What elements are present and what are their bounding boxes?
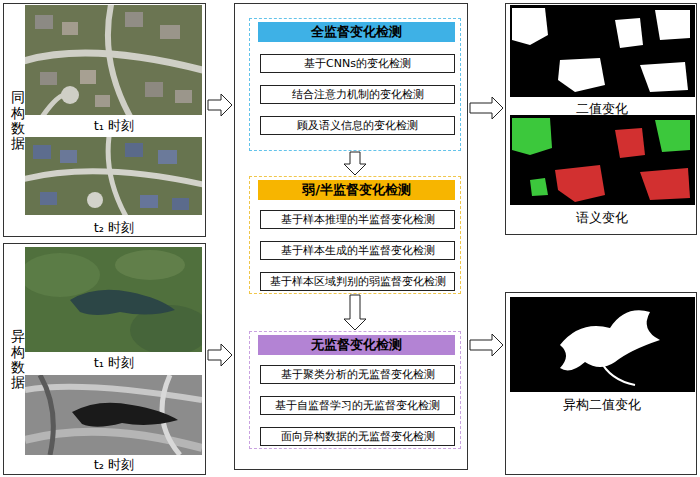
method-frame: 基于CNNs的变化检测结合注意力机制的变化检测顾及语义信息的变化检测 全监督变化检…: [234, 3, 468, 470]
illustration-part: [61, 86, 79, 104]
illustration-part: [615, 18, 643, 48]
illustration-part: [172, 198, 189, 210]
semantic-change-map: [510, 115, 695, 205]
method-label: 基于样本区域判别的弱监督变化检测: [261, 275, 454, 289]
method-box: 基于样本生成的半监督变化检测: [260, 241, 455, 260]
illustration-part: [510, 115, 695, 205]
illustration-part: [160, 25, 180, 39]
illustration-part: [40, 72, 57, 85]
method-box: 基于聚类分析的无监督变化检测: [260, 365, 455, 384]
method-box: 基于CNNs的变化检测: [260, 54, 455, 73]
method-group: 基于CNNs的变化检测结合注意力机制的变化检测顾及语义信息的变化检测 全监督变化检…: [249, 18, 461, 151]
sar-image-t2: [25, 375, 202, 455]
image-caption: t₁ 时刻: [94, 118, 134, 134]
aerial-image-t1: [25, 5, 202, 115]
method-box: 基于样本区域判别的弱监督变化检测: [260, 272, 455, 291]
image-caption: 异构二值变化: [563, 397, 641, 413]
illustration-part: [640, 168, 690, 200]
method-box: 面向异构数据的无监督变化检测: [260, 427, 455, 446]
image-caption: t₂ 时刻: [94, 457, 134, 473]
illustration-part: [62, 22, 78, 35]
illustration-part: [40, 375, 53, 455]
illustration-part: [25, 375, 202, 455]
method-label: 基于聚类分析的无监督变化检测: [261, 368, 454, 382]
heterogeneous-change-map: [510, 297, 695, 392]
method-group: 基于聚类分析的无监督变化检测基于自监督学习的无监督变化检测面向异构数据的无监督变…: [249, 331, 461, 449]
data-type-label: 同构数据: [11, 90, 25, 152]
image-panel: 二值变化语义变化: [505, 3, 697, 235]
group-header: 无监督变化检测: [258, 335, 455, 355]
illustration-part: [145, 82, 163, 97]
method-label: 基于自监督学习的无监督变化检测: [261, 399, 454, 413]
illustration-part: [512, 118, 552, 155]
illustration-part: [175, 90, 192, 103]
illustration-part: [33, 145, 51, 159]
binary-change-map: [510, 5, 695, 97]
illustration-part: [510, 5, 695, 97]
illustration-part: [140, 195, 158, 208]
method-label: 基于样本推理的半监督变化检测: [261, 213, 454, 227]
illustration-part: [558, 58, 605, 92]
method-box: 基于自监督学习的无监督变化检测: [260, 396, 455, 415]
illustration-part: [25, 253, 100, 297]
aerial-image-t2: [25, 137, 202, 215]
method-label: 基于样本生成的半监督变化检测: [261, 244, 454, 258]
illustration-part: [40, 192, 57, 205]
illustration-part: [60, 150, 77, 163]
hollow-arrow: [470, 97, 503, 119]
illustration-part: [560, 310, 660, 370]
illustration-part: [640, 62, 688, 92]
hollow-arrow: [470, 334, 503, 356]
illustration-part: [80, 70, 96, 84]
illustration-part: [512, 8, 548, 45]
illustration-part: [25, 5, 202, 115]
illustration-part: [600, 360, 635, 385]
illustration-part: [510, 297, 695, 392]
method-group: 基于样本推理的半监督变化检测基于样本生成的半监督变化检测基于样本区域判别的弱监督…: [249, 176, 461, 294]
hollow-arrow: [208, 344, 232, 366]
image-caption: 语义变化: [576, 210, 628, 226]
illustration-part: [72, 403, 178, 427]
illustration-part: [615, 128, 645, 158]
hollow-arrow: [344, 295, 366, 330]
method-label: 顾及语义信息的变化检测: [261, 119, 454, 133]
method-label: 基于CNNs的变化检测: [261, 57, 454, 71]
group-header: 全监督变化检测: [258, 22, 455, 42]
image-panel: 异构二值变化: [505, 292, 697, 475]
illustration-part: [530, 178, 548, 196]
illustration-part: [35, 15, 53, 29]
image-caption: t₂ 时刻: [94, 220, 134, 236]
image-caption: t₁ 时刻: [94, 355, 134, 371]
image-panel: 异构数据 t₁ 时刻 t₂ 时刻: [3, 243, 206, 475]
illustration-part: [655, 120, 690, 152]
illustration-part: [125, 143, 143, 157]
method-label: 结合注意力机制的变化检测: [261, 88, 454, 102]
image-panel: 同构数据 t₁ 时刻 t₂ 时刻: [3, 3, 206, 237]
illustration-part: [115, 250, 185, 280]
illustration-part: [87, 192, 103, 208]
illustration-part: [125, 12, 143, 27]
method-box: 顾及语义信息的变化检测: [260, 116, 455, 135]
method-box: 结合注意力机制的变化检测: [260, 85, 455, 104]
image-caption: 二值变化: [576, 101, 628, 117]
illustration-part: [70, 290, 175, 315]
optical-image-t1: [25, 247, 202, 352]
hollow-arrow: [344, 152, 366, 175]
illustration-part: [95, 95, 110, 107]
illustration-part: [655, 10, 690, 40]
hollow-arrow: [208, 94, 232, 116]
method-label: 面向异构数据的无监督变化检测: [261, 430, 454, 444]
illustration-part: [158, 150, 177, 164]
group-header: 弱/半监督变化检测: [258, 180, 455, 200]
illustration-part: [555, 165, 605, 202]
method-box: 基于样本推理的半监督变化检测: [260, 210, 455, 229]
data-type-label: 异构数据: [11, 329, 25, 391]
